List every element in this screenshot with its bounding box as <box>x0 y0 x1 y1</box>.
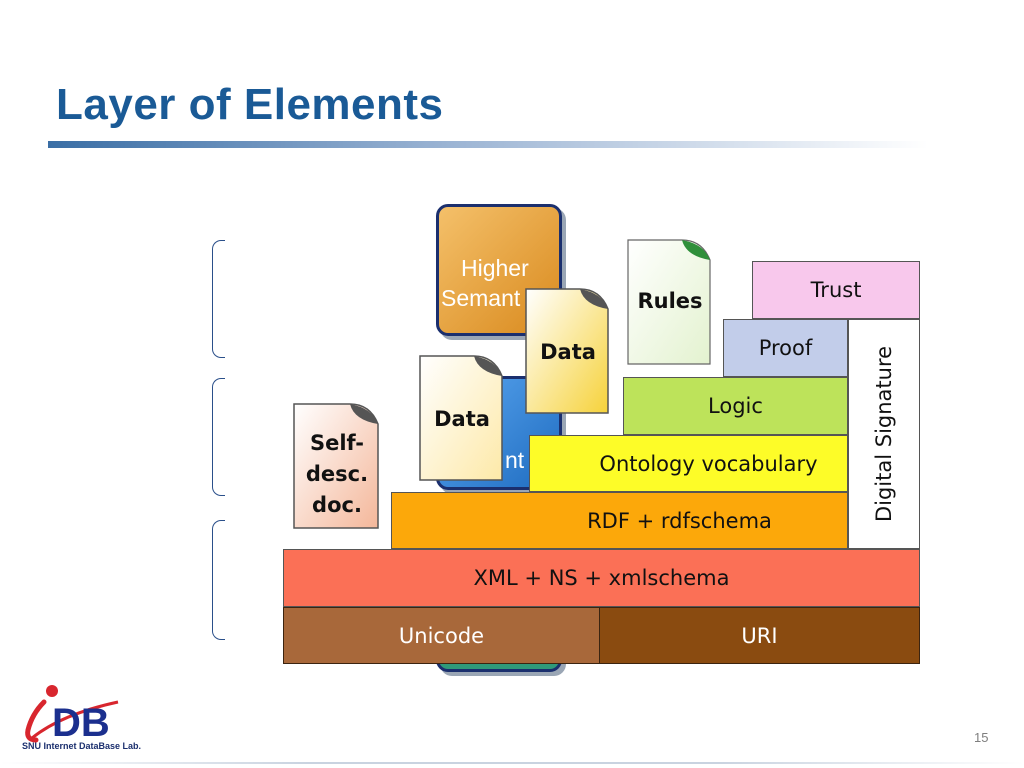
data-doc-middle-label: Data <box>434 407 490 431</box>
self-desc-doc: Self- desc. doc. <box>292 402 382 532</box>
data-doc-middle: Data <box>418 354 506 484</box>
rdf-layer: RDF + rdfschema <box>391 492 848 549</box>
page-number: 15 <box>974 730 989 745</box>
logic-layer: Logic <box>623 377 848 435</box>
ontology-layer: Ontology vocabulary <box>529 435 848 492</box>
rules-doc: Rules <box>626 238 714 368</box>
uri-layer: URI <box>599 607 920 664</box>
xml-layer: XML + NS + xmlschema <box>283 549 920 607</box>
rules-doc-shape <box>627 239 711 365</box>
title-underline <box>48 141 928 148</box>
proof-layer: Proof <box>723 319 848 377</box>
trust-layer: Trust <box>752 261 920 319</box>
slide-title: Layer of Elements <box>56 80 444 129</box>
svg-text:DB: DB <box>52 701 110 744</box>
self-desc-doc-shape <box>293 403 379 529</box>
self-desc-line1: Self- <box>309 431 365 455</box>
idb-logo-mark: DB <box>25 685 119 745</box>
unicode-layer: Unicode <box>283 607 600 664</box>
bracket-bottom <box>212 520 225 640</box>
self-desc-line2: desc. <box>305 462 369 486</box>
footer-divider <box>0 762 1024 764</box>
idb-logo: DB <box>22 684 132 756</box>
middle-card-text: nt <box>505 447 525 473</box>
data-doc-top-label: Data <box>540 340 596 364</box>
data-doc-top-shape <box>525 288 609 414</box>
rules-doc-label: Rules <box>637 289 703 313</box>
bracket-middle <box>212 378 225 496</box>
data-doc-middle-shape <box>419 355 503 481</box>
self-desc-line3: doc. <box>312 493 362 517</box>
data-doc-top: Data <box>524 287 612 417</box>
digital-signature-layer: Digital Signature <box>848 319 920 549</box>
bracket-top <box>212 240 225 358</box>
logo-subtitle: SNU Internet DataBase Lab. <box>22 741 142 751</box>
higher-semantics-line2: Semant <box>441 285 521 311</box>
higher-semantics-line1: Higher <box>461 255 529 281</box>
